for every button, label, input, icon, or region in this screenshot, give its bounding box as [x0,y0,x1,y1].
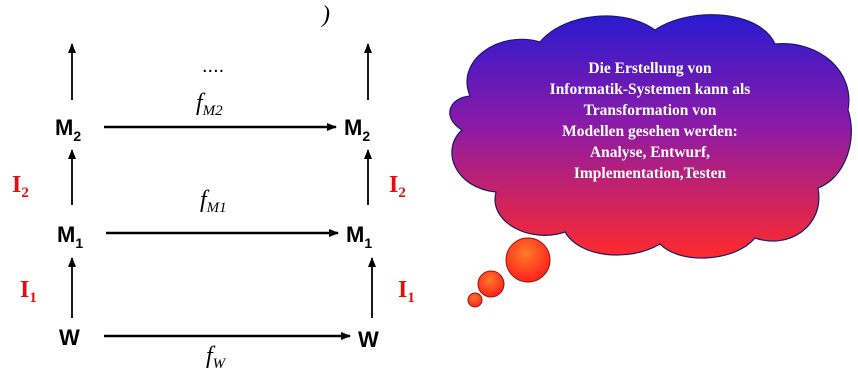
thought-bubble-medium [477,270,505,298]
iteration-i1-right: I1 [398,277,415,306]
label-f-m2: fM2 [196,90,223,119]
node-m2-left: M2 [55,115,81,144]
thought-bubble-large [505,237,551,283]
cloud-line-1: Die Erstellung von [588,60,712,77]
node-m2-right: M2 [344,115,370,144]
cloud-line-4: Modellen gesehen werden: [562,123,738,140]
node-m1-left: M1 [57,222,83,251]
cloud-line-3: Transformation von [584,102,717,119]
cloud-shape [449,14,852,259]
iteration-i2-left: I2 [12,172,29,201]
cloud-line-2: Informatik-Systemen kann als [550,81,751,98]
node-m1-right: M1 [346,222,372,251]
iteration-i1-left: I1 [20,277,37,306]
iteration-i2-right: I2 [389,172,406,201]
label-f-m1: fM1 [200,187,227,216]
thought-cloud: Die Erstellung von Informatik-Systemen k… [449,14,852,308]
ellipsis-label: .... [202,55,224,77]
node-w-right: W [358,327,379,352]
node-w-left: W [59,325,80,350]
cloud-line-5: Analyse, Entwurf, [590,144,710,161]
thought-bubble-small [467,292,483,308]
cloud-line-6: Implementation,Testen [574,165,727,182]
label-f-w: fW [206,343,227,372]
top-fragment: ) [320,2,330,28]
